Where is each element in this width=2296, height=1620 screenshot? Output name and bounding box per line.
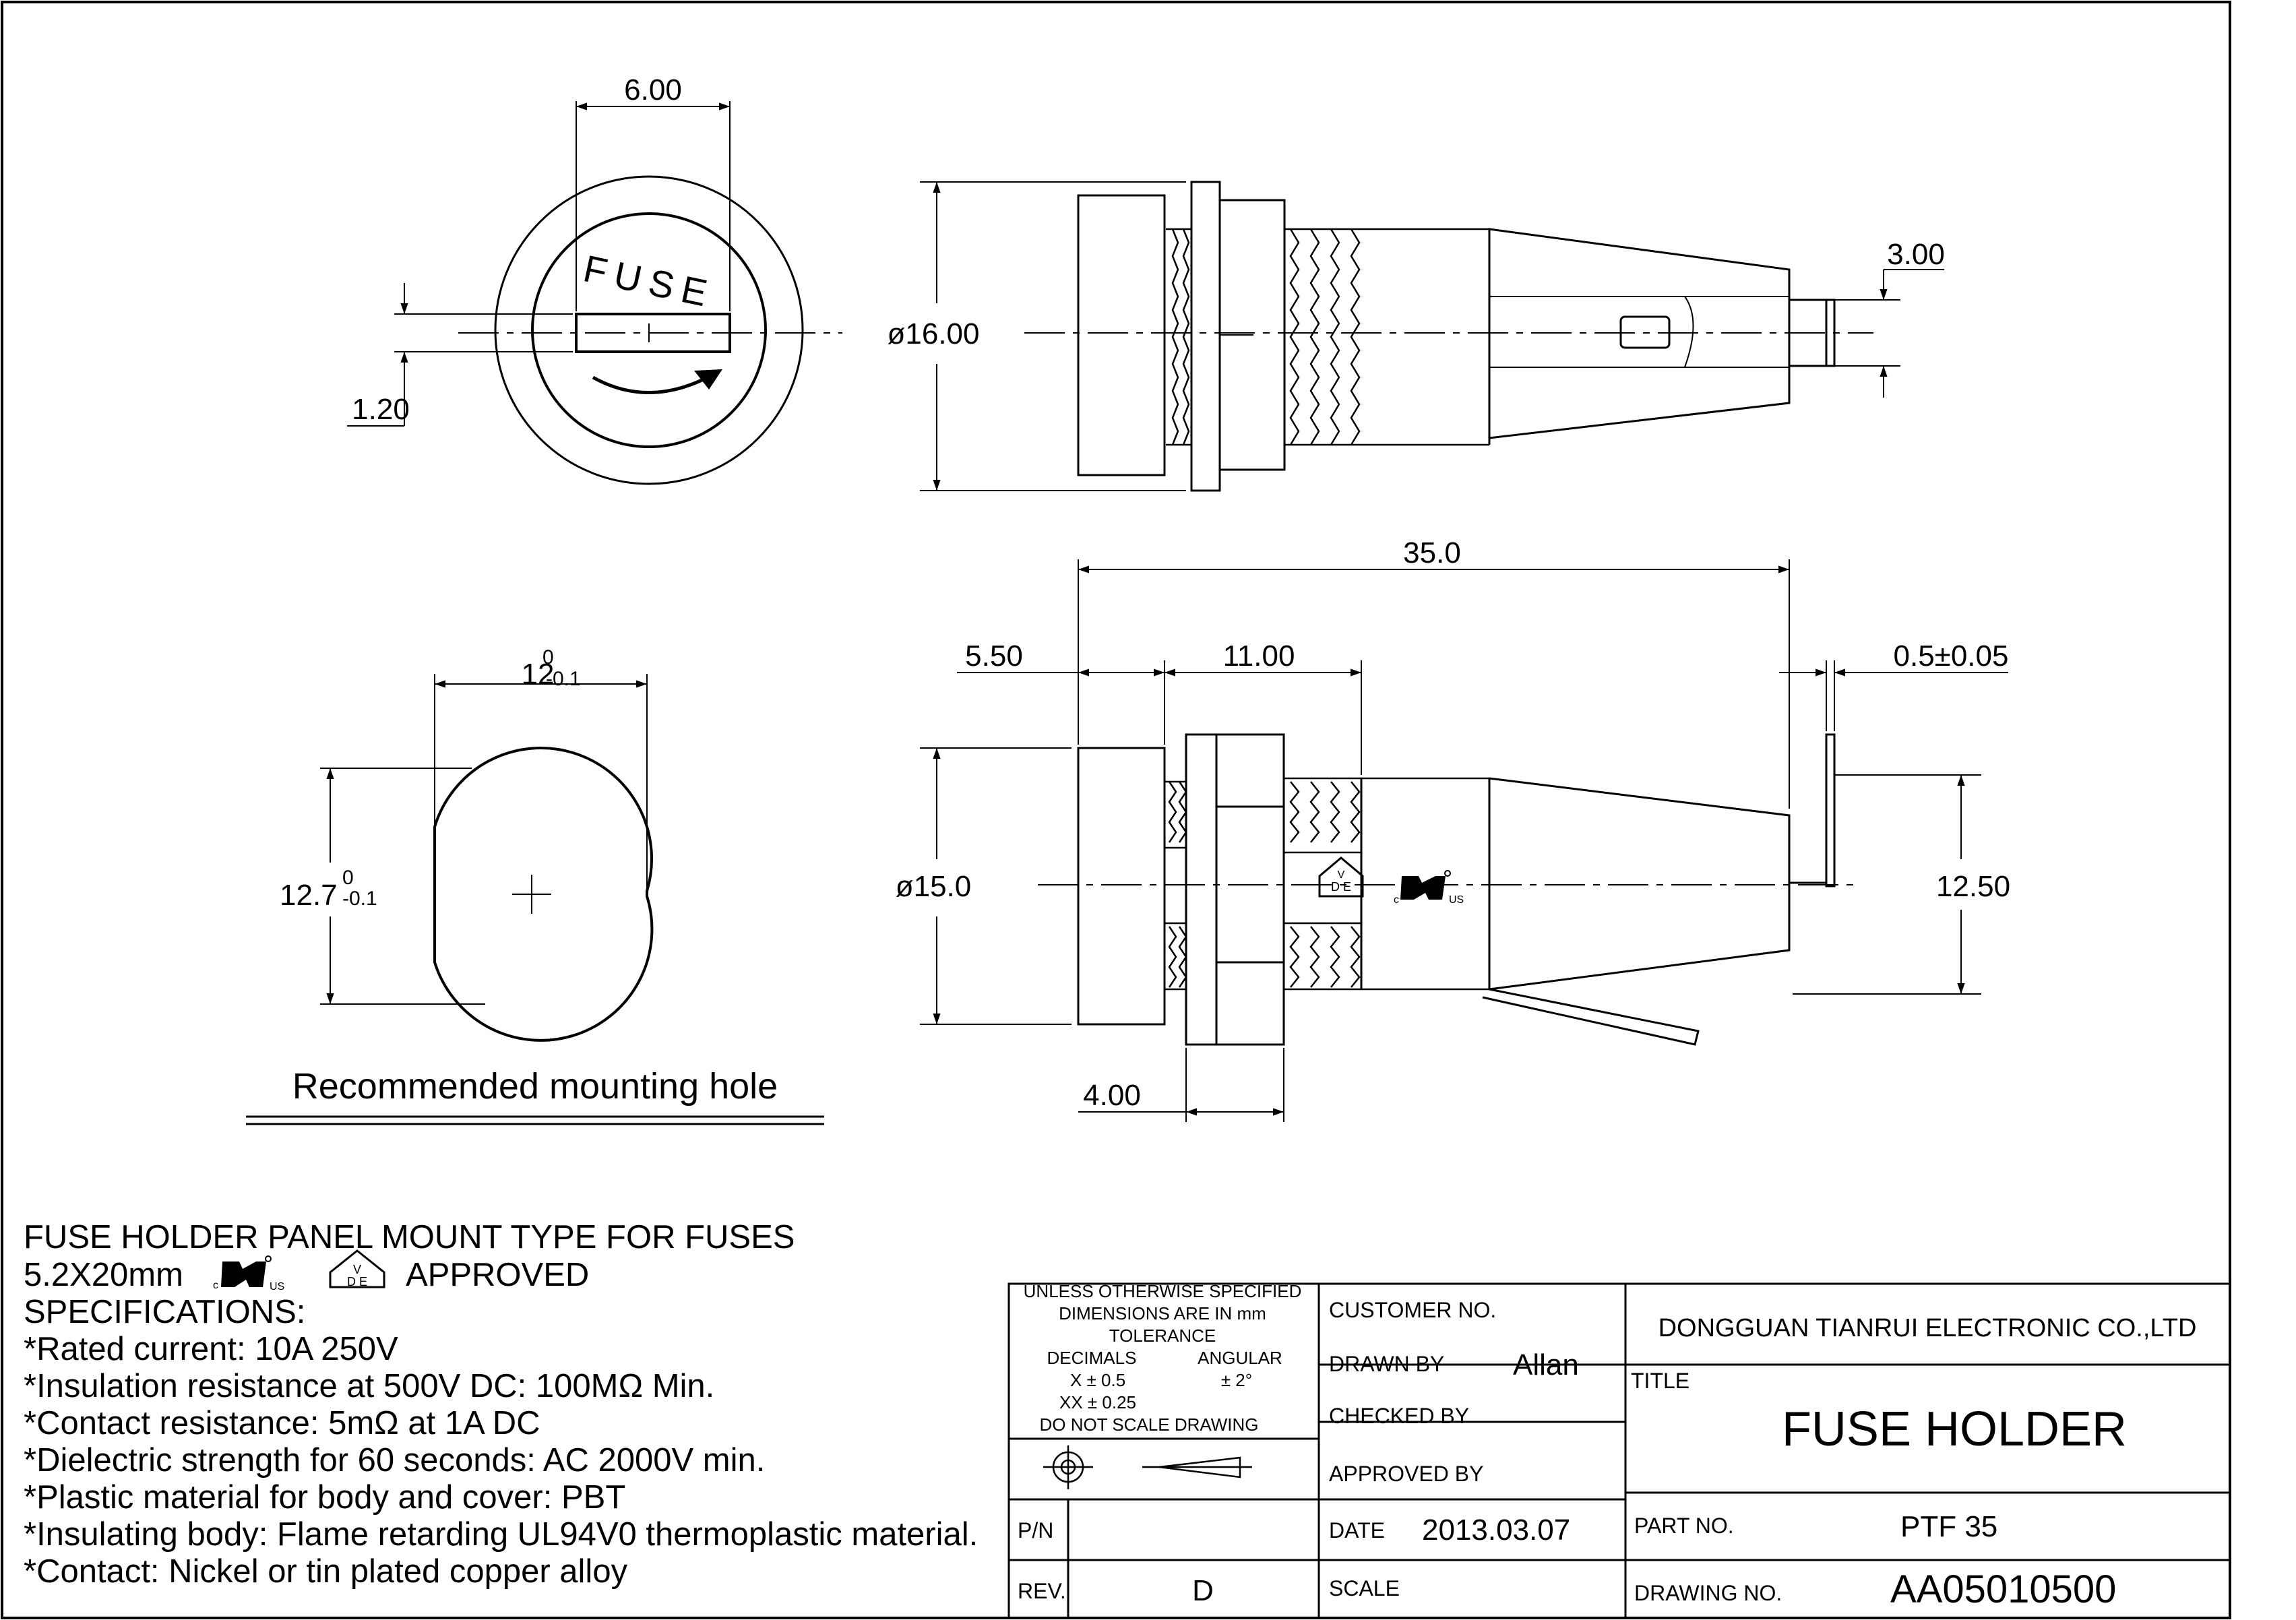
drawing-no-label: DRAWING NO. (1634, 1581, 1782, 1605)
dim-front-slot: 1.20 (352, 393, 410, 426)
spec-line: *Plastic material for body and cover: PB… (24, 1479, 625, 1516)
dim-terminal-thickness: 0.5±0.05 (1894, 640, 2009, 673)
title-value: FUSE HOLDER (1782, 1402, 2127, 1456)
ul-mark-body (1400, 870, 1451, 900)
spec-line: *Insulation resistance at 500V DC: 100MΩ… (24, 1368, 714, 1404)
section-tapered-body (1489, 777, 1791, 991)
checked-by-label: CHECKED BY (1329, 1404, 1469, 1428)
side-terminal-slot (1489, 296, 1694, 368)
dim-front-width: 6.00 (624, 73, 682, 106)
rev-value: D (1192, 1574, 1214, 1607)
mounting-hole-caption: Recommended mounting hole (292, 1066, 778, 1107)
dim-body-diameter: ø15.0 (896, 870, 972, 903)
spec-specs-heading: SPECIFICATIONS: (24, 1294, 305, 1330)
tolerance-line: DIMENSIONS ARE IN mm (1059, 1303, 1266, 1323)
ul-mark-spec (221, 1255, 272, 1287)
spec-line: *Contact resistance: 5mΩ at 1A DC (24, 1405, 540, 1441)
side-thread-left (1166, 228, 1191, 446)
dim-hole-height-upper-tol: 0 (342, 867, 354, 889)
decimals-label: DECIMALS (1047, 1348, 1137, 1368)
part-no-label: PART NO. (1634, 1514, 1734, 1538)
rotation-arrow (592, 375, 709, 394)
ul-mark-c: c (1394, 894, 1399, 906)
dim-overall-length: 35.0 (1403, 536, 1461, 569)
spec-heading: FUSE HOLDER PANEL MOUNT TYPE FOR FUSES (24, 1219, 795, 1255)
section-flange (1185, 733, 1218, 1046)
dim-side-terminal: 3.00 (1887, 238, 1945, 271)
mounting-hole-shape (433, 746, 654, 1042)
front-view (347, 101, 842, 485)
rev-label: REV. (1018, 1579, 1066, 1603)
dim-nut-width: 4.00 (1083, 1079, 1141, 1112)
tolerance-line: TOLERANCE (1109, 1326, 1216, 1346)
spec-line: *Insulating body: Flame retarding UL94V0… (24, 1516, 978, 1553)
ul-mark-spec-c: c (213, 1280, 218, 1291)
title-label: TITLE (1631, 1369, 1689, 1393)
tolerance-line: UNLESS OTHERWISE SPECIFIED (1024, 1281, 1302, 1301)
rotation-arrowhead (694, 369, 722, 390)
dim-hole-width-lower-tol: -0.1 (546, 668, 581, 690)
ul-mark-us: US (1449, 894, 1464, 906)
mounting-hole-view (246, 674, 824, 1125)
dim-hole-height-lower-tol: -0.1 (342, 887, 377, 910)
vde-mark-de: D E (1331, 880, 1351, 894)
spec-size: 5.2X20mm (24, 1257, 183, 1293)
angular-label: ANGULAR (1198, 1348, 1282, 1368)
dim-hole-width-upper-tol: 0 (542, 646, 554, 668)
vde-mark-body (1318, 856, 1364, 898)
side-thread-body (1284, 228, 1489, 446)
side-cap (1077, 194, 1166, 476)
section-cap (1077, 747, 1166, 1026)
front-cap-text: FUSE (580, 247, 718, 316)
vde-mark-spec (329, 1249, 385, 1288)
date-label: DATE (1329, 1518, 1385, 1543)
dim-terminal-height: 12.50 (1936, 870, 2010, 903)
no-scale-note: DO NOT SCALE DRAWING (1039, 1414, 1258, 1435)
spec-line: *Rated current: 10A 250V (24, 1331, 398, 1367)
side-view-bottom (920, 559, 2008, 1122)
x-tolerance: X ± 0.5 (1070, 1370, 1125, 1390)
part-no-value: PTF 35 (1900, 1510, 1997, 1543)
dim-cap-length: 5.50 (965, 640, 1023, 673)
angular-tolerance: ± 2° (1221, 1370, 1252, 1390)
spec-line: *Contact: Nickel or tin plated copper al… (24, 1553, 628, 1590)
vde-mark-spec-de: D E (347, 1275, 367, 1288)
side-flange (1190, 181, 1221, 492)
section-terminal (1482, 988, 1700, 1046)
spec-line: *Dielectric strength for 60 seconds: AC … (24, 1442, 765, 1478)
front-inner-cap (531, 212, 767, 448)
side-view-top (920, 181, 1944, 492)
xx-tolerance: XX ± 0.25 (1059, 1392, 1136, 1412)
side-tapered-body (1488, 228, 1791, 439)
pn-label: P/N (1018, 1518, 1053, 1543)
vde-mark-v: V (1338, 869, 1345, 881)
vde-mark-spec-v: V (353, 1263, 361, 1276)
dim-side-diameter: ø16.00 (888, 317, 980, 350)
date-value: 2013.03.07 (1422, 1514, 1570, 1547)
first-angle-projection-icon (1043, 1445, 1252, 1489)
drawn-by-label: DRAWN BY (1329, 1352, 1444, 1376)
company-name: DONGGUAN TIANRUI ELECTRONIC CO.,LTD (1658, 1314, 2197, 1342)
section-terminal-tab (1825, 733, 1836, 887)
section-nut (1215, 733, 1285, 1046)
ul-mark-spec-us: US (270, 1281, 284, 1292)
customer-no-label: CUSTOMER NO. (1329, 1298, 1496, 1322)
scale-label: SCALE (1329, 1576, 1400, 1600)
drawing-no-value: AA05010500 (1890, 1567, 2116, 1611)
approved-by-label: APPROVED BY (1329, 1462, 1483, 1486)
title-block (1007, 1282, 2231, 1619)
drawn-by-value: Allan (1513, 1348, 1579, 1381)
front-outer-ring (494, 175, 804, 485)
dim-thread-length: 11.00 (1223, 640, 1295, 673)
dim-hole-width: 12 (522, 658, 555, 691)
spec-approved: APPROVED (406, 1257, 589, 1293)
dim-hole-height: 12.7 (280, 879, 338, 912)
